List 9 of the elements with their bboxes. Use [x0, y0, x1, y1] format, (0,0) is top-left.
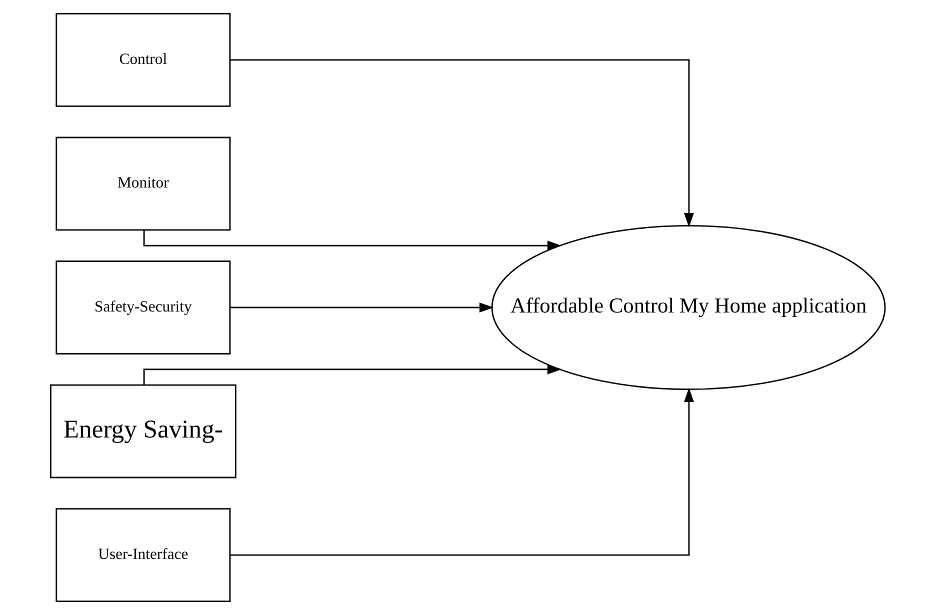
node-box: User-Interface [56, 508, 231, 602]
node-ellipse: Affordable Control My Home application [491, 224, 886, 390]
node-box: Monitor [56, 136, 231, 231]
node-box: Control [56, 12, 231, 107]
node-box: Energy Saving- [50, 384, 236, 478]
arrow [230, 388, 694, 556]
arrow [230, 302, 494, 312]
node-box: Safety-Security [56, 260, 231, 354]
arrow [230, 59, 694, 228]
